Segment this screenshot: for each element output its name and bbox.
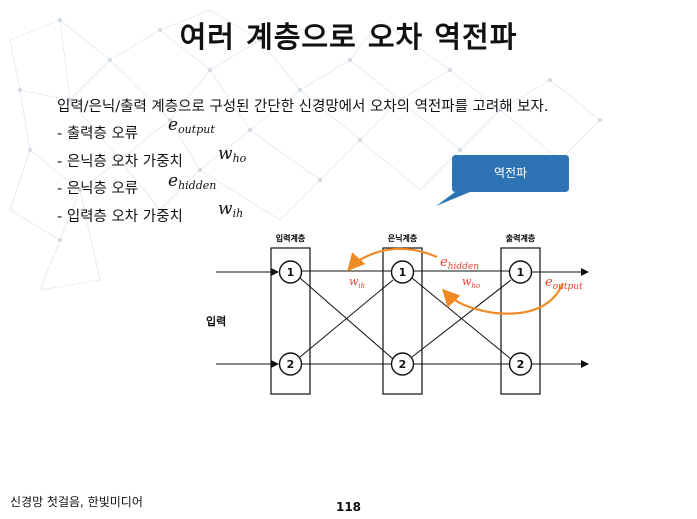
annotation-e-output: eoutput (545, 275, 583, 292)
intro-text: 입력/은닉/출력 계층으로 구성된 간단한 신경망에서 오차의 역전파를 고려해… (57, 99, 549, 115)
input-layer-label: 입력계층 (276, 233, 306, 243)
backprop-arrow-output-to-hidden (441, 282, 565, 315)
callout-label: 역전파 (493, 166, 528, 180)
node-hidden-2 (390, 352, 415, 376)
node-output-1-label: 1 (517, 266, 525, 279)
hidden-layer-label: 은닉계층 (388, 233, 418, 243)
bullet-input-weight: - 입력층 오차 가중치 (57, 209, 183, 225)
symbol-w-ho: who (218, 144, 247, 165)
output-layer-label: 출력계층 (506, 233, 536, 243)
backprop-arrow-hidden-to-input (347, 247, 438, 272)
symbol-w-ih: wih (218, 199, 244, 220)
node-hidden-1 (390, 260, 415, 284)
node-output-2-label: 2 (517, 358, 525, 371)
annotation-w-ih: wih (349, 275, 365, 290)
annotation-w-ho: who (462, 275, 480, 290)
footer-source: 신경망 첫걸음, 한빛미디어 (10, 495, 143, 509)
bullet-hidden-weight: - 은닉층 오차 가중치 (57, 154, 183, 170)
input-label: 입력 (206, 315, 226, 328)
annotation-e-hidden: ehidden (440, 255, 479, 272)
symbol-e-hidden: ehidden (168, 171, 217, 192)
bullet-hidden-error: - 은닉층 오류 (57, 181, 139, 197)
symbol-e-output: eoutput (168, 115, 215, 136)
node-input-2 (278, 352, 303, 376)
bullet-output-error: - 출력층 오류 (57, 126, 139, 142)
link-i2-h1 (299, 279, 394, 358)
node-output-2 (508, 352, 533, 376)
node-input-2-label: 2 (287, 358, 295, 371)
node-hidden-2-label: 2 (399, 358, 407, 371)
page-number: 118 (335, 500, 362, 514)
slide-title: 여러 계층으로 오차 역전파 (179, 20, 518, 54)
node-output-1 (508, 260, 533, 284)
link-h2-o1 (411, 279, 512, 358)
node-input-1-label: 1 (287, 266, 295, 279)
node-input-1 (278, 260, 303, 284)
node-hidden-1-label: 1 (399, 266, 407, 279)
